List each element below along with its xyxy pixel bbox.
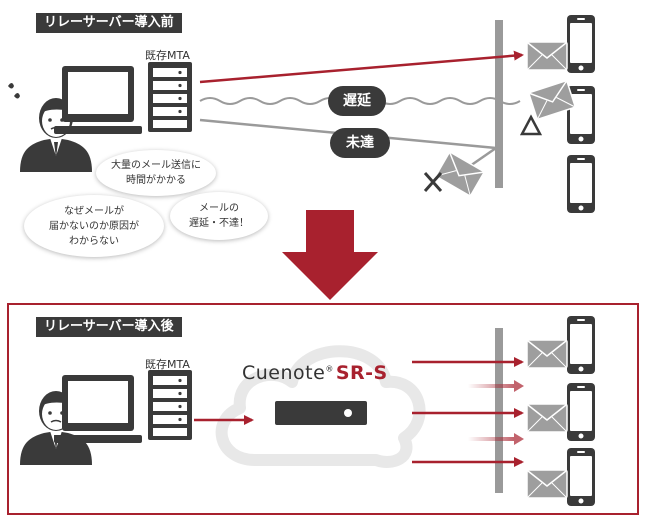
- envelope-icon: [526, 41, 568, 71]
- warning-triangle-icon: [519, 114, 543, 136]
- logo-reg-mark: ®: [325, 364, 334, 374]
- cross-icon: [423, 172, 443, 192]
- sweat-icon: [8, 83, 20, 99]
- speech-bubble-delay-failure: メールの 遅延・不達！: [170, 192, 268, 240]
- after-section: [19, 316, 595, 506]
- server-icon: [148, 62, 192, 132]
- faded-arrow-1-head: [514, 380, 524, 392]
- after-frame: [7, 303, 639, 515]
- speech-bubble-slow: 大量のメール送信に 時間がかかる: [96, 150, 216, 196]
- cuenote-logo: Cuenote®SR-S: [242, 362, 388, 384]
- delivered-line: [199, 50, 524, 84]
- bounce-line: [469, 146, 497, 168]
- logo-product: SR-S: [335, 362, 388, 384]
- cuenote-server-icon: [275, 401, 367, 425]
- after-title: リレーサーバー導入後: [36, 317, 182, 337]
- faded-arrow-1: [468, 384, 514, 388]
- delay-pill: 遅延: [328, 86, 386, 116]
- faded-arrow-2: [468, 437, 514, 441]
- phone-icon: [567, 15, 595, 73]
- before-section: [8, 15, 595, 213]
- undelivered-pill: 未達: [330, 128, 390, 158]
- logo-brand: Cuenote: [242, 362, 326, 384]
- envelope-icon: [434, 151, 486, 197]
- cuenote-server-led: [344, 409, 352, 417]
- down-arrow-icon: [282, 210, 378, 300]
- phone-icon: [567, 155, 595, 213]
- after-mta-label: 既存MTA: [145, 358, 190, 371]
- firewall-pole-top: [495, 20, 503, 188]
- firewall-pole-bottom: [495, 328, 503, 493]
- speech-bubble-unknown-cause: なぜメールが 届かないのか原因が わからない: [24, 195, 164, 257]
- before-title: リレーサーバー導入前: [36, 13, 182, 33]
- before-mta-label: 既存MTA: [145, 49, 190, 62]
- faded-arrow-2-head: [514, 433, 524, 445]
